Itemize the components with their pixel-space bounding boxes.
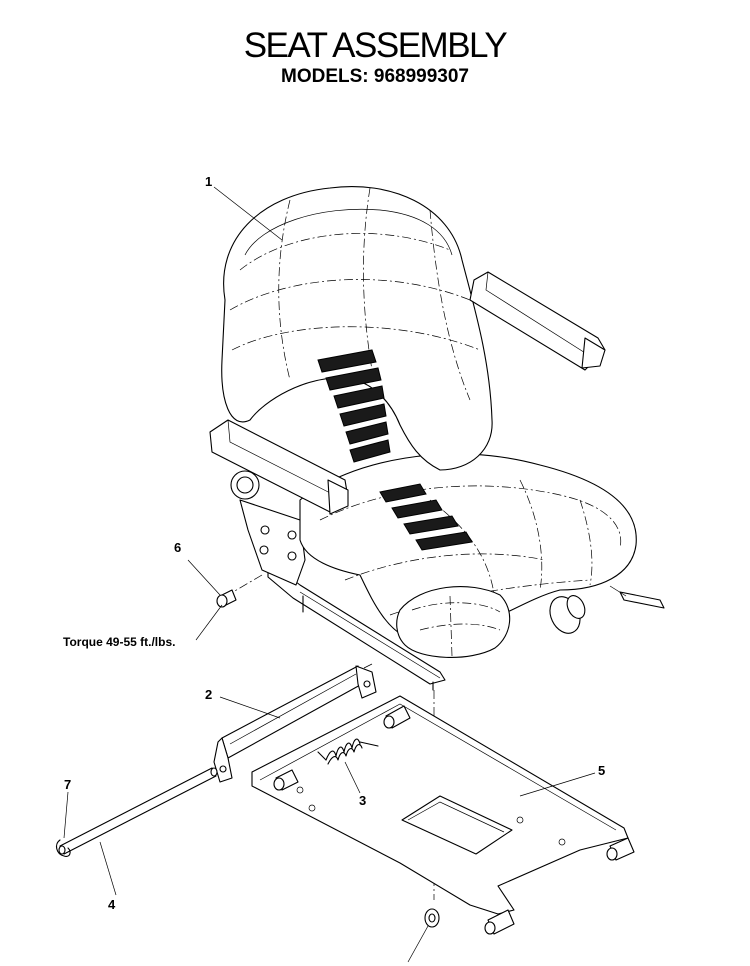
leader-3 — [344, 761, 361, 794]
spring-part — [317, 738, 379, 765]
leader-1 — [213, 186, 283, 241]
leader-7 — [63, 791, 69, 839]
seat-side-panel — [239, 499, 306, 586]
torque-note: Torque 49-55 ft./lbs. — [63, 635, 175, 649]
pivot-rod-part — [58, 767, 218, 855]
seat-cushion — [299, 453, 637, 641]
nut-part — [424, 908, 440, 928]
callout-7: 7 — [64, 777, 71, 792]
page-title: SEAT ASSEMBLY — [243, 26, 508, 65]
leader-5 — [519, 772, 596, 797]
callout-6: 6 — [174, 540, 181, 555]
seat-plate-part — [251, 695, 635, 935]
seat-part — [209, 186, 665, 691]
seat-backrest — [221, 186, 493, 471]
callout-5: 5 — [598, 763, 605, 778]
callout-3: 3 — [359, 793, 366, 808]
backrest-center-strap — [317, 349, 391, 463]
leader-6 — [187, 559, 221, 596]
seat-base-frame — [267, 559, 446, 685]
hairpin-clip-part — [55, 839, 71, 857]
leader-torque — [195, 604, 223, 641]
leader-4 — [99, 841, 117, 896]
callout-2: 2 — [205, 687, 212, 702]
cushion-center-strap — [379, 483, 473, 551]
callout-1: 1 — [205, 174, 212, 189]
bolt-part — [216, 589, 237, 608]
seat-bracket-part — [213, 663, 377, 783]
models-subtitle: MODELS: 968999307 — [281, 66, 469, 87]
callout-4: 4 — [108, 897, 116, 912]
left-armrest — [209, 419, 349, 513]
leader-2 — [219, 696, 281, 719]
leader-nut — [407, 925, 429, 963]
adjust-lever — [619, 591, 665, 609]
